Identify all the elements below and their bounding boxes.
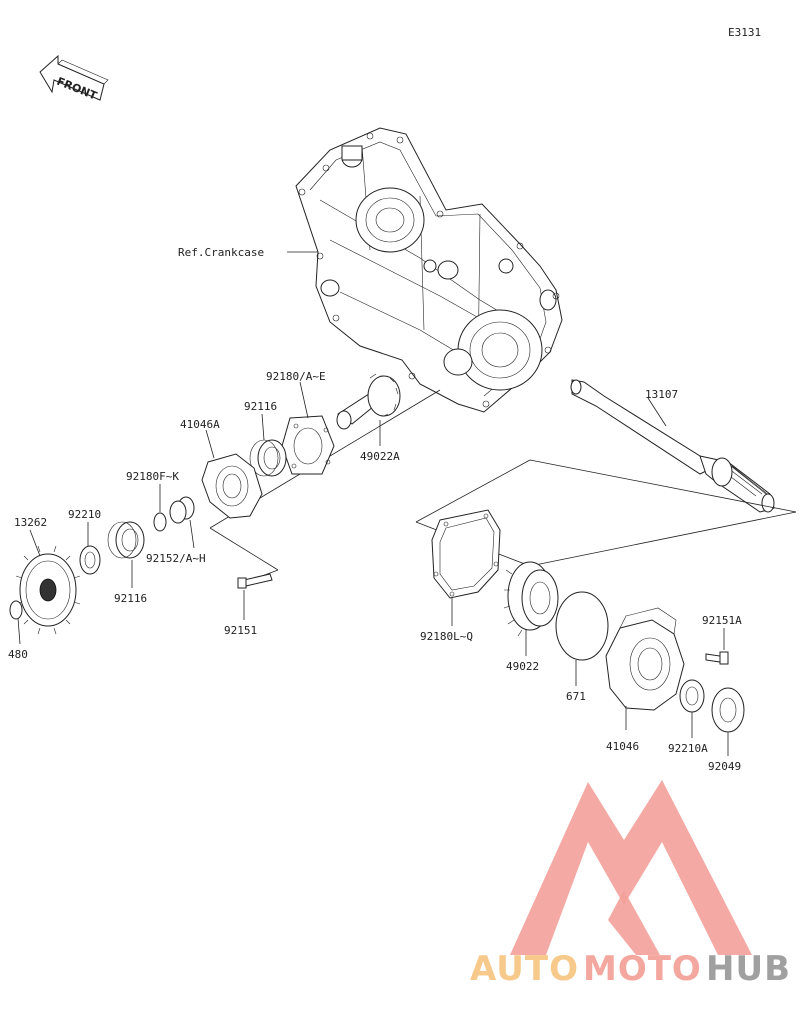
crankcase [295,127,563,413]
gear-49022 [503,561,559,637]
gasket-92180lq [431,509,501,599]
gear-13262 [15,545,81,635]
part-label-41046a: 41046A [180,418,220,431]
part-label-92180fk: 92180F~K [126,470,179,483]
watermark-auto: AUTO [470,949,579,989]
part-label-671: 671 [566,690,586,703]
part-label-92151: 92151 [224,624,257,637]
part-label-13262: 13262 [14,516,47,529]
part-label-92152: 92152/A~H [146,552,206,565]
circlip-480 [9,600,23,620]
part-label-92180lq: 92180L~Q [420,630,473,643]
housing-41046 [605,607,685,711]
shim-92180fk [153,512,167,532]
part-label-49022a: 49022A [360,450,400,463]
part-label-92210: 92210 [68,508,101,521]
part-label-41046: 41046 [606,740,639,753]
part-label-49022: 49022 [506,660,539,673]
seal-92210 [79,545,101,575]
oil-seal-92049 [711,687,745,733]
part-label-92180ae: 92180/A~E [266,370,326,383]
o-ring-671 [555,591,609,661]
ref-crankcase-label: Ref.Crankcase [178,246,264,259]
bearing-92116-lower [107,521,145,559]
collar-92152 [169,496,195,524]
bolt-92151 [237,573,273,589]
part-label-92049: 92049 [708,760,741,773]
bearing-92116-upper [249,439,287,477]
part-label-92151a: 92151A [702,614,742,627]
part-label-92116-lower: 92116 [114,592,147,605]
diagram-code: E3131 [728,26,761,39]
housing-41046a [201,453,263,519]
shim-92180ae [281,415,335,475]
part-label-480: 480 [8,648,28,661]
seal-92210a [679,679,705,713]
part-label-13107: 13107 [645,388,678,401]
bolt-92151a [705,651,729,665]
output-shaft-13107 [570,379,775,513]
watermark-hub: HUB [706,949,791,989]
watermark-moto: MOTO [583,949,702,989]
automotohub-logo [510,780,752,955]
part-label-92210a: 92210A [668,742,708,755]
front-arrow-icon: FRONT [39,54,109,103]
bevel-gear-shaft-49022a [336,373,401,430]
part-label-92116-upper: 92116 [244,400,277,413]
